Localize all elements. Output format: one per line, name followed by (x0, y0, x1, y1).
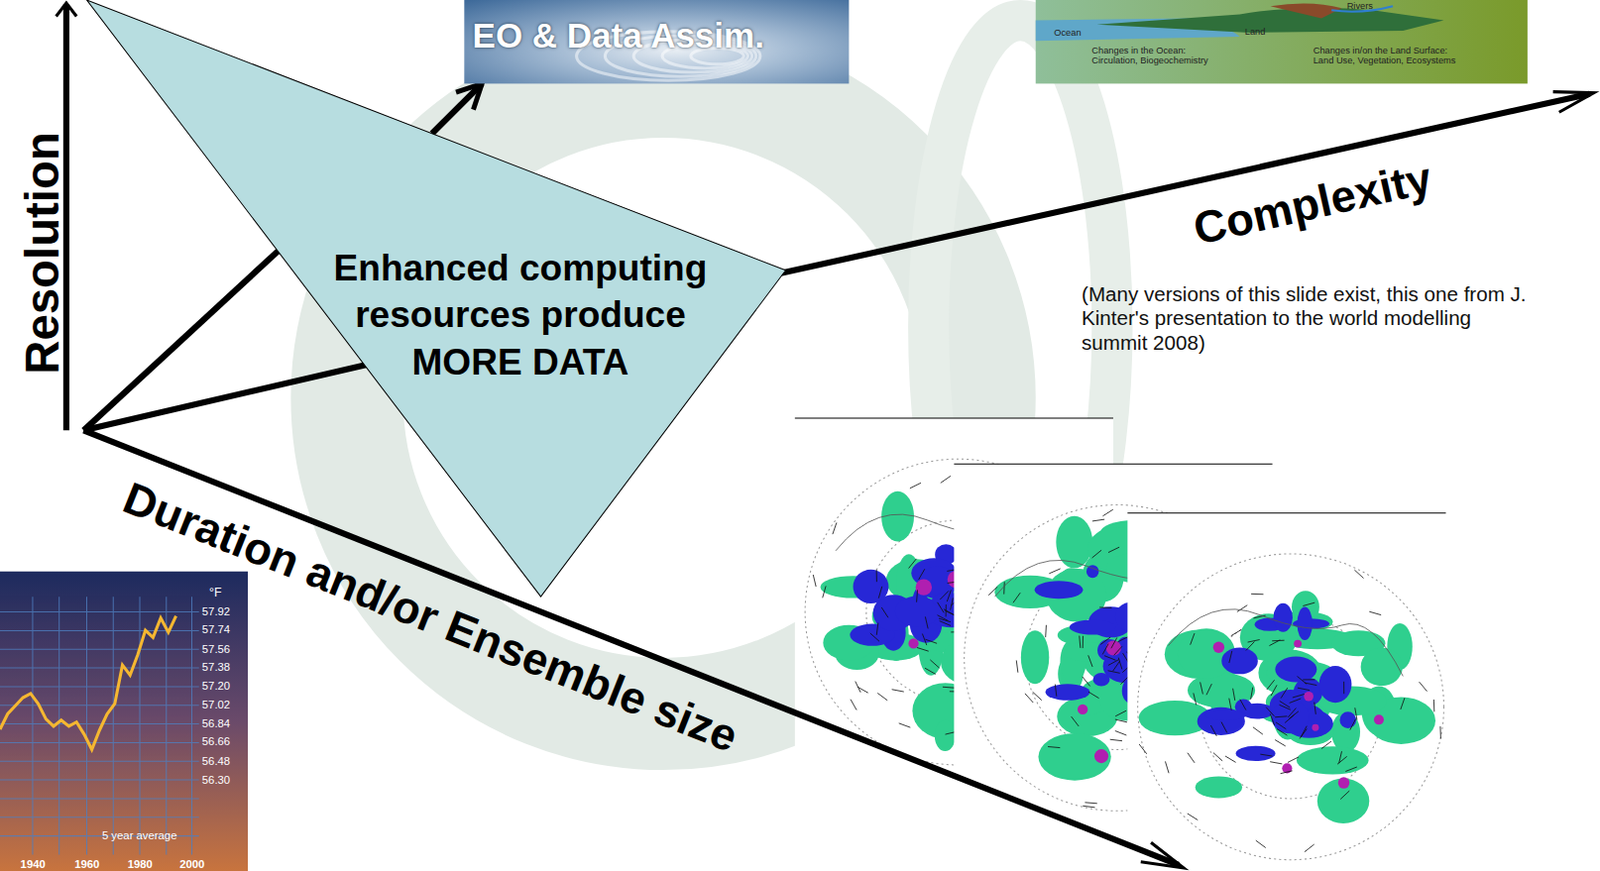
tick-label: 57.38 (202, 661, 230, 676)
earth-system-image-box: RiversOcean LandChanges in the Ocean: Cir… (1035, 0, 1528, 84)
tick-label: 56.66 (202, 735, 230, 750)
satellite-image-box: EO & Data Assim. (463, 0, 849, 84)
year-label: 2000 (179, 858, 205, 871)
axis-label: Complexity (1188, 151, 1437, 257)
node-text: Enhanced computing resources produce MOR… (295, 244, 745, 386)
source-note: (Many versions of this slide exist, this… (1081, 281, 1531, 355)
node-text: Ocean (1053, 27, 1081, 39)
year-label: 1960 (74, 858, 100, 871)
year-label: 1940 (20, 858, 46, 871)
tick-label: 57.02 (202, 698, 230, 713)
tick-label: 57.20 (202, 680, 230, 694)
temperature-chart (0, 571, 248, 871)
chart-note: 5 year average (102, 829, 178, 844)
year-label: 1980 (127, 858, 153, 871)
tick-label: 57.92 (202, 604, 230, 619)
node-text: Changes in/on the Land Surface: Land Use… (1313, 44, 1467, 66)
earth-system-image-box-shape (1035, 0, 1528, 84)
node-text: Changes in the Ocean: Circulation, Bioge… (1091, 44, 1215, 66)
unit-label: °F (209, 585, 222, 601)
node-text: Land (1245, 26, 1266, 38)
axis-label: Resolution (13, 131, 71, 375)
node-text: Rivers (1347, 0, 1373, 12)
ensemble-maps (795, 418, 1447, 871)
tick-label: 56.48 (202, 754, 230, 769)
arrow-connector (432, 83, 482, 133)
tick-label: 56.30 (202, 773, 230, 788)
tick-label: 57.74 (202, 623, 230, 638)
node-text: EO & Data Assim. (472, 13, 765, 59)
tick-label: 56.84 (202, 717, 230, 732)
tick-label: 57.56 (202, 642, 230, 657)
